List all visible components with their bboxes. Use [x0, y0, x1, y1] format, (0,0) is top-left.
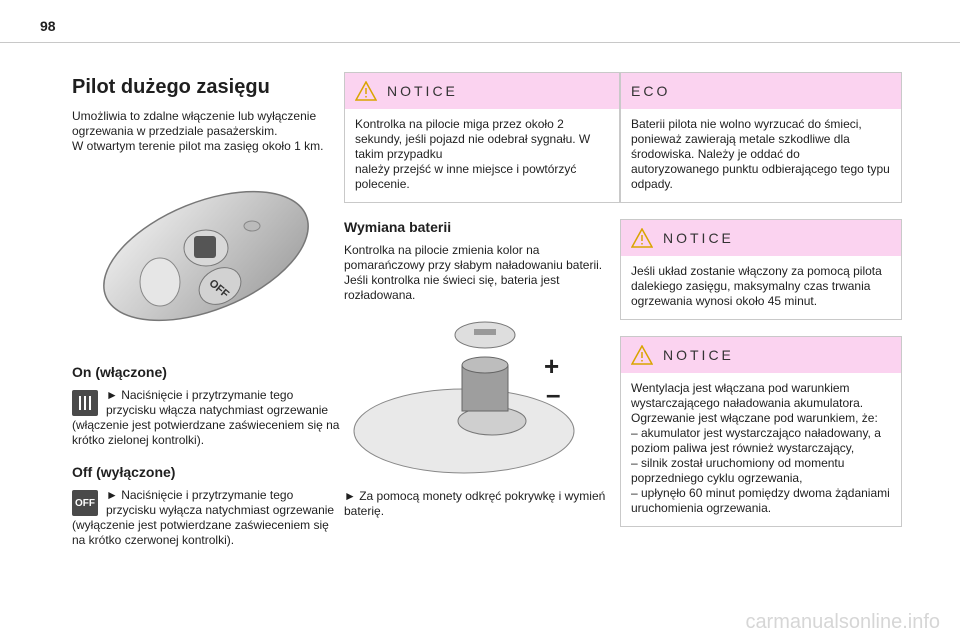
column-2: NOTICE Kontrolka na pilocie miga przez o… [344, 72, 620, 519]
on-section-text: ► Naciśnięcie i przytrzymanie tego przyc… [72, 388, 340, 447]
minus-symbol: – [546, 379, 560, 409]
battery-section-text: Kontrolka na pilocie zmienia kolor na po… [344, 243, 603, 302]
page-title: Pilot dużego zasięgu [72, 76, 270, 98]
battery-caption: ► Za pomocą monety odkręć pokrywkę i wym… [344, 489, 606, 518]
intro-line-1: Umożliwia to zdalne włączenie lub wyłącz… [72, 109, 317, 123]
page-number: 98 [40, 18, 56, 34]
off-icon: OFF [72, 490, 98, 516]
notice-box-2-header: NOTICE [621, 220, 901, 256]
notice-box-2: NOTICE Jeśli układ zostanie włączony za … [620, 219, 902, 320]
eco-box: ECO Baterii pilota nie wolno wyrzucać do… [620, 72, 902, 203]
intro-line-3: W otwartym terenie pilot ma zasięg około… [72, 139, 324, 153]
eco-box-title: ECO [631, 83, 671, 99]
remote-control-icon: OFF [103, 190, 309, 322]
off-section-text: ► Naciśnięcie i przytrzymanie tego przyc… [72, 488, 335, 547]
eco-box-header: ECO [621, 73, 901, 109]
battery-section-title: Wymiana baterii [344, 219, 452, 235]
notice-box-3-text: Wentylacja jest włączana pod warunkiem w… [631, 381, 890, 515]
warning-icon [631, 345, 653, 365]
column-1: Pilot dużego zasięgu Umożliwia to zdalne… [72, 72, 340, 548]
notice-box-3-title: NOTICE [663, 347, 734, 363]
eco-box-text: Baterii pilota nie wolno wyrzucać do śmi… [631, 117, 890, 191]
battery-replacement-icon: + – [353, 321, 575, 474]
notice-box-3-header: NOTICE [621, 337, 901, 373]
header-rule [0, 42, 960, 43]
watermark: carmanualsonline.info [745, 611, 940, 633]
remote-image: OFF [72, 170, 340, 340]
heater-icon [72, 390, 98, 416]
plus-symbol: + [544, 351, 559, 381]
notice-box-2-title: NOTICE [663, 230, 734, 246]
on-section: ► Naciśnięcie i przytrzymanie tego przyc… [72, 388, 340, 448]
notice-box-1-title: NOTICE [387, 83, 458, 99]
notice-box-1: NOTICE Kontrolka na pilocie miga przez o… [344, 72, 620, 203]
off-section-title: Off (wyłączone) [72, 464, 176, 480]
on-section-title: On (włączone) [72, 364, 167, 380]
warning-icon [355, 81, 377, 101]
off-section: OFF ► Naciśnięcie i przytrzymanie tego p… [72, 488, 340, 548]
intro-line-2: ogrzewania w przedziale pasażerskim. [72, 124, 278, 138]
battery-image: + – [344, 311, 620, 481]
warning-icon [631, 228, 653, 248]
notice-box-3: NOTICE Wentylacja jest włączana pod waru… [620, 336, 902, 527]
notice-box-2-text: Jeśli układ zostanie włączony za pomocą … [631, 264, 882, 308]
notice-box-1-header: NOTICE [345, 73, 619, 109]
column-3: ECO Baterii pilota nie wolno wyrzucać do… [620, 72, 902, 527]
notice-box-1-text: Kontrolka na pilocie miga przez około 2 … [355, 117, 591, 191]
